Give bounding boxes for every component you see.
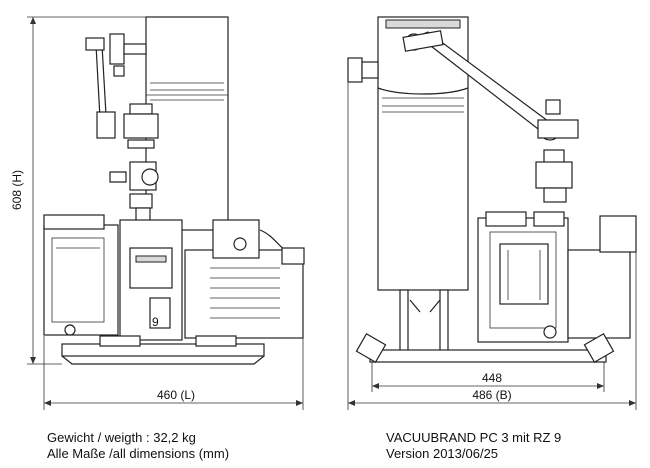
pump-number-label: 9 — [152, 315, 159, 329]
side-motor — [567, 249, 631, 339]
caption-units-line: Alle Maße /all dimensions (mm) — [47, 446, 230, 461]
front-pump-head — [43, 224, 119, 336]
length-dimension: 460 (L) — [43, 336, 304, 410]
caption-model: VACUUBRAND PC 3 mit RZ 9 Version 2013/06… — [386, 430, 561, 462]
width-inner-dimension: 448 — [371, 362, 605, 392]
width-outer-dimension: 486 (B) — [347, 82, 637, 410]
width-outer-label: 486 (B) — [472, 388, 511, 402]
length-dimension-label: 460 (L) — [157, 388, 195, 402]
caption-version-line: Version 2013/06/25 — [386, 446, 499, 461]
front-base — [61, 343, 265, 357]
height-dimension-label: 608 (H) — [10, 170, 24, 210]
caption-weight: Gewicht / weigth : 32,2 kg Alle Maße /al… — [47, 430, 229, 462]
height-dimension: 608 (H) — [10, 16, 146, 365]
side-base — [369, 349, 607, 363]
front-condenser-cylinder — [145, 16, 229, 231]
front-motor — [184, 249, 304, 339]
front-hose — [95, 44, 107, 119]
front-view: 9 — [43, 16, 305, 365]
caption-weight-line: Gewicht / weigth : 32,2 kg — [47, 430, 196, 445]
width-inner-label: 448 — [482, 371, 502, 385]
caption-model-line: VACUUBRAND PC 3 mit RZ 9 — [386, 430, 562, 445]
side-view — [347, 16, 637, 363]
